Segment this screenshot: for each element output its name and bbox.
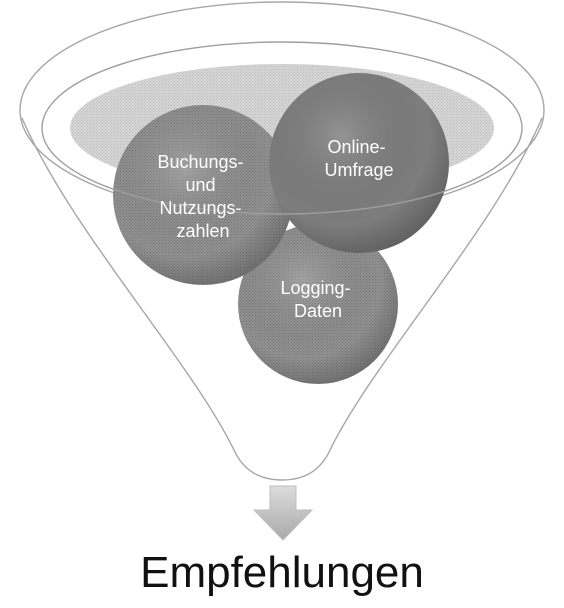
circle-logging [238,224,398,384]
result-label: Empfehlungen [140,548,424,597]
label-umfrage: Online- Umfrage [324,137,393,180]
circle-buchungen [113,105,293,285]
label-logging: Logging- Daten [280,278,355,321]
label-buchungen-line: zahlen [176,221,229,241]
label-umfrage-line: Online- [327,137,385,157]
down-arrow-icon [252,485,314,541]
label-logging-line: Logging- [280,278,350,298]
label-buchungen: Buchungs- und Nutzungs- zahlen [157,152,248,241]
label-buchungen-line: und [185,175,215,195]
label-buchungen-line: Nutzungs- [159,198,241,218]
label-umfrage-line: Umfrage [324,160,393,180]
label-buchungen-line: Buchungs- [157,152,243,172]
funnel-inner-rim [41,41,523,215]
label-logging-line: Daten [294,301,342,321]
circle-umfrage [269,73,449,253]
funnel-body [21,117,543,481]
